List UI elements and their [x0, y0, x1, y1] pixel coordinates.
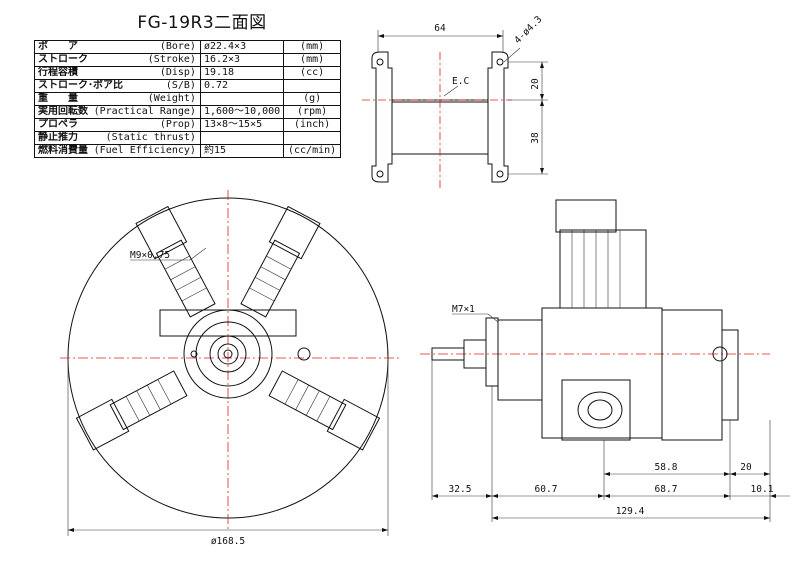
spec-row: ボ ア(Bore)ø22.4×3(mm) — [34, 40, 341, 54]
spec-label-jp: ボ ア — [38, 41, 78, 53]
spec-label-jp: 重 量 — [38, 93, 78, 105]
spec-row: 静止推力 (Static thrust) — [34, 131, 341, 145]
spec-unit: (cc/min) — [283, 144, 341, 158]
spec-label-jp: ストローク･ボア比 — [38, 80, 123, 92]
spec-value: 約15 — [199, 144, 285, 158]
spec-label-jp: ストローク — [38, 54, 88, 66]
spec-label-en: (Disp) — [159, 67, 196, 79]
side-dim-32-5: 32.5 — [449, 484, 472, 495]
spec-label-en: (Practical Range) — [93, 106, 196, 118]
cylinder-left — [75, 370, 188, 451]
spec-row: 重 量(Weight)(g) — [34, 92, 341, 106]
spec-label-en: (Weight) — [147, 93, 196, 105]
front-view: M9×0.75 ø168.5 — [60, 190, 400, 547]
mount-dim-upper: 20 — [530, 78, 541, 90]
spec-table: ボ ア(Bore)ø22.4×3(mm)ストローク(Stroke)16.2×3(… — [34, 40, 341, 158]
ec-label: E.C — [452, 76, 469, 87]
mount-view: 64 4-ø4.3 E.C 20 38 — [362, 14, 548, 190]
cylinder-top-left — [135, 205, 216, 318]
spec-label-en: (S/B) — [165, 80, 196, 92]
side-dim-58-8: 58.8 — [655, 462, 678, 473]
mount-width-dim: 64 — [434, 23, 446, 34]
spec-label-jp: 燃料消費量 — [38, 145, 88, 157]
front-diameter-dim: ø168.5 — [211, 536, 245, 547]
spec-label-en: (Stroke) — [147, 54, 196, 66]
spec-row: プロペラ(Prop)13×8～15×5(inch) — [34, 118, 341, 132]
side-dim-20: 20 — [740, 462, 752, 473]
spec-label-en: (Fuel Efficiency) — [93, 145, 196, 157]
spec-label-jp: プロペラ — [38, 119, 78, 131]
front-thread-dim: M9×0.75 — [130, 250, 170, 261]
side-dim-10-1: 10.1 — [751, 484, 774, 495]
spec-label-en: (Prop) — [159, 119, 196, 131]
spec-label: 静止推力 (Static thrust) — [34, 131, 201, 145]
mount-dim-lower: 38 — [530, 132, 541, 144]
spec-row: 燃料消費量 (Fuel Efficiency)約15(cc/min) — [34, 144, 341, 158]
cylinder-right — [268, 370, 381, 451]
cylinder-top-right — [240, 205, 321, 318]
spec-label-jp: 行程容積 — [38, 67, 78, 79]
mount-holes-dim: 4-ø4.3 — [512, 14, 544, 46]
drawing-title: FG-19R3二面図 — [137, 13, 267, 33]
side-dim-total: 129.4 — [616, 506, 645, 517]
side-dim-68-7: 68.7 — [655, 484, 678, 495]
spec-label-en: (Bore) — [159, 41, 196, 53]
spec-label-jp: 実用回転数 — [38, 106, 88, 118]
side-dim-60-7: 60.7 — [535, 484, 558, 495]
spec-label-jp: 静止推力 — [38, 132, 78, 144]
side-view: M7×1 58.8 20 32.5 60.7 68.7 10.1 129. — [420, 199, 790, 522]
side-thread-dim: M7×1 — [452, 304, 475, 315]
spec-label-en: (Static thrust) — [105, 132, 196, 144]
spec-label: 燃料消費量 (Fuel Efficiency) — [34, 144, 201, 158]
spec-row: 実用回転数(Practical Range)1,600～10,000(rpm) — [34, 105, 341, 119]
